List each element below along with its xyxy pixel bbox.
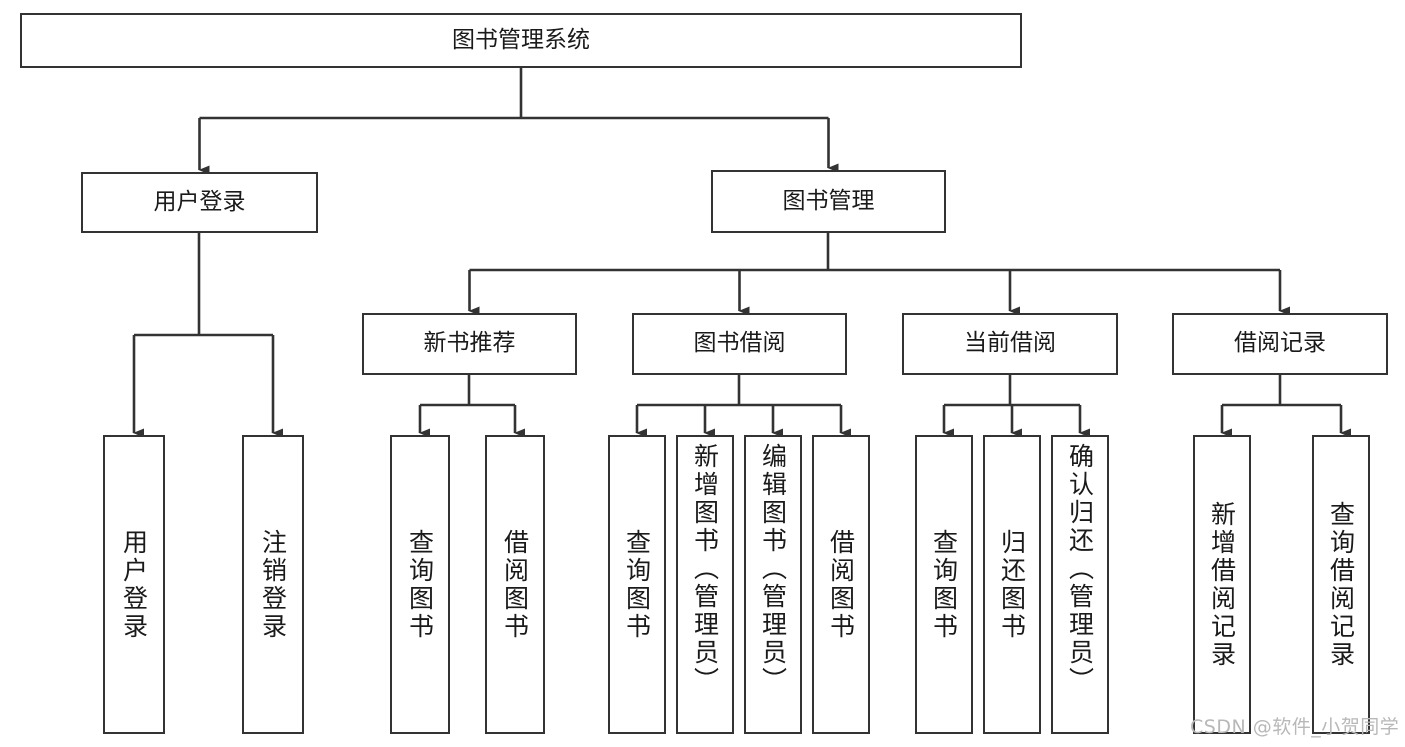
- node-user-login-label: 用户登录: [153, 188, 246, 215]
- leaf-query-book-3[interactable]: 查询图书: [915, 435, 973, 734]
- leaf-user-login[interactable]: 用户登录: [103, 435, 165, 734]
- leaf-borrow-book-1-label: 借阅图书: [500, 528, 530, 641]
- leaf-user-login-label: 用户登录: [119, 528, 149, 641]
- node-root[interactable]: 图书管理系统: [20, 13, 1022, 68]
- leaf-borrow-book-2[interactable]: 借阅图书: [812, 435, 870, 734]
- leaf-borrow-book-1[interactable]: 借阅图书: [485, 435, 545, 734]
- node-user-login[interactable]: 用户登录: [81, 172, 318, 233]
- leaf-confirm-return-label: 确认归还（管理员）: [1065, 443, 1095, 695]
- leaf-add-borrow-record-label: 新增借阅记录: [1207, 500, 1237, 669]
- leaf-borrow-book-2-label: 借阅图书: [826, 528, 856, 641]
- node-new-book-recommend[interactable]: 新书推荐: [362, 313, 577, 375]
- node-book-borrow-label: 图书借阅: [693, 330, 786, 357]
- node-current-borrow[interactable]: 当前借阅: [902, 313, 1118, 375]
- leaf-query-book-1[interactable]: 查询图书: [390, 435, 450, 734]
- leaf-return-book-label: 归还图书: [997, 528, 1027, 641]
- node-current-borrow-label: 当前借阅: [964, 330, 1056, 357]
- node-new-book-recommend-label: 新书推荐: [423, 330, 516, 357]
- node-root-label: 图书管理系统: [452, 26, 590, 53]
- node-borrow-record[interactable]: 借阅记录: [1172, 313, 1388, 375]
- leaf-user-logout-label: 注销登录: [258, 528, 288, 641]
- leaf-confirm-return[interactable]: 确认归还（管理员）: [1051, 435, 1109, 734]
- leaf-query-borrow-record-label: 查询借阅记录: [1326, 500, 1356, 669]
- leaf-edit-book-label: 编辑图书（管理员）: [758, 443, 788, 695]
- leaf-add-book[interactable]: 新增图书（管理员）: [676, 435, 734, 734]
- leaf-query-book-1-label: 查询图书: [405, 528, 435, 641]
- leaf-add-book-label: 新增图书（管理员）: [690, 443, 720, 695]
- node-book-management[interactable]: 图书管理: [711, 170, 946, 233]
- leaf-query-borrow-record[interactable]: 查询借阅记录: [1312, 435, 1370, 734]
- node-borrow-record-label: 借阅记录: [1234, 330, 1326, 357]
- leaf-add-borrow-record[interactable]: 新增借阅记录: [1193, 435, 1251, 734]
- leaf-query-book-3-label: 查询图书: [929, 528, 959, 641]
- node-book-management-label: 图书管理: [782, 187, 875, 214]
- leaf-query-book-2-label: 查询图书: [622, 528, 652, 641]
- leaf-user-logout[interactable]: 注销登录: [242, 435, 304, 734]
- leaf-return-book[interactable]: 归还图书: [983, 435, 1041, 734]
- leaf-edit-book[interactable]: 编辑图书（管理员）: [744, 435, 802, 734]
- leaf-query-book-2[interactable]: 查询图书: [608, 435, 666, 734]
- node-book-borrow[interactable]: 图书借阅: [632, 313, 847, 375]
